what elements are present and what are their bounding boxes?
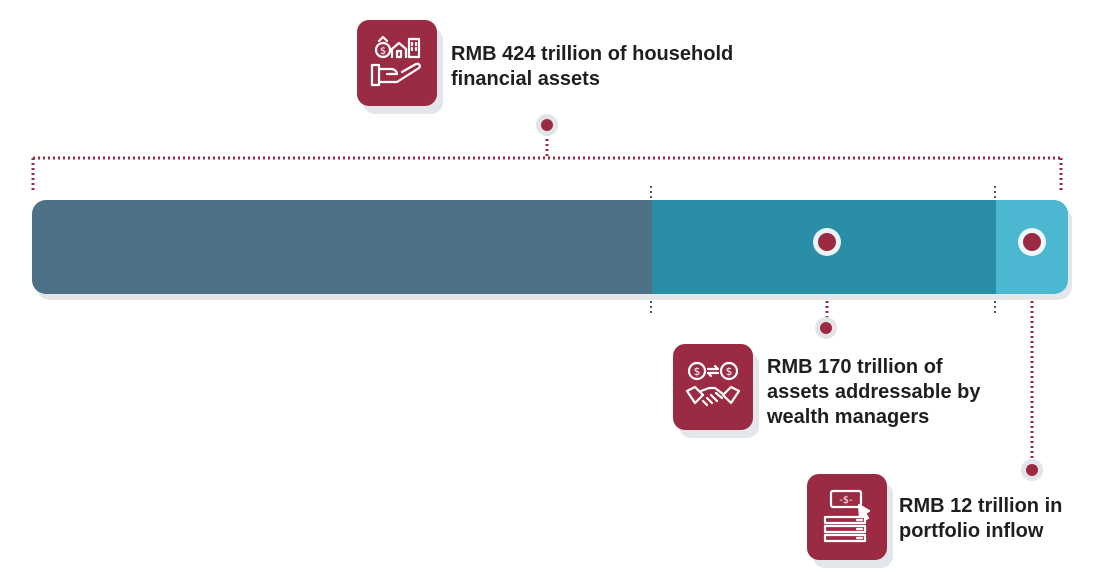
svg-text:$: $: [380, 46, 386, 57]
callout-addressable-label: RMB 170 trillion of assets addressable b…: [767, 355, 980, 430]
household-assets-bracket: [31, 134, 1063, 190]
callout-household-label: RMB 424 trillion of household financial …: [451, 42, 733, 92]
marker-inflow-end: [1021, 459, 1043, 481]
callout-household-line-2: financial assets: [451, 68, 600, 90]
marker-inflow-bar: [1018, 228, 1046, 256]
callout-addressable-line-1: RMB 170 trillion of: [767, 356, 943, 378]
callout-household-line-1: RMB 424 trillion of household: [451, 43, 734, 65]
callout-inflow-label: RMB 12 trillion in portfolio inflow: [899, 494, 1062, 544]
callout-inflow-icon-card: -$-: [807, 474, 893, 568]
svg-text:$: $: [694, 365, 701, 378]
marker-addressable-end: [815, 317, 837, 339]
callout-inflow-line-1: RMB 12 trillion in: [899, 495, 1063, 517]
callout-inflow-line-2: portfolio inflow: [899, 520, 1044, 542]
svg-text:-$-: -$-: [839, 495, 853, 506]
callout-addressable-icon-card: $ $: [673, 344, 759, 438]
callout-household-icon-card: $: [357, 20, 443, 114]
server-dollar-click-icon: -$-: [823, 489, 871, 543]
callout-addressable-line-3: wealth managers: [767, 406, 930, 428]
bar-segment-household: [32, 200, 652, 294]
handshake-currency-exchange-icon: $ $: [685, 361, 741, 407]
marker-household: [536, 114, 558, 136]
callout-addressable-line-2: assets addressable by: [767, 381, 981, 403]
marker-addressable-bar: [813, 228, 841, 256]
svg-text:$: $: [726, 365, 733, 378]
money-house-hand-icon: $: [370, 35, 421, 87]
